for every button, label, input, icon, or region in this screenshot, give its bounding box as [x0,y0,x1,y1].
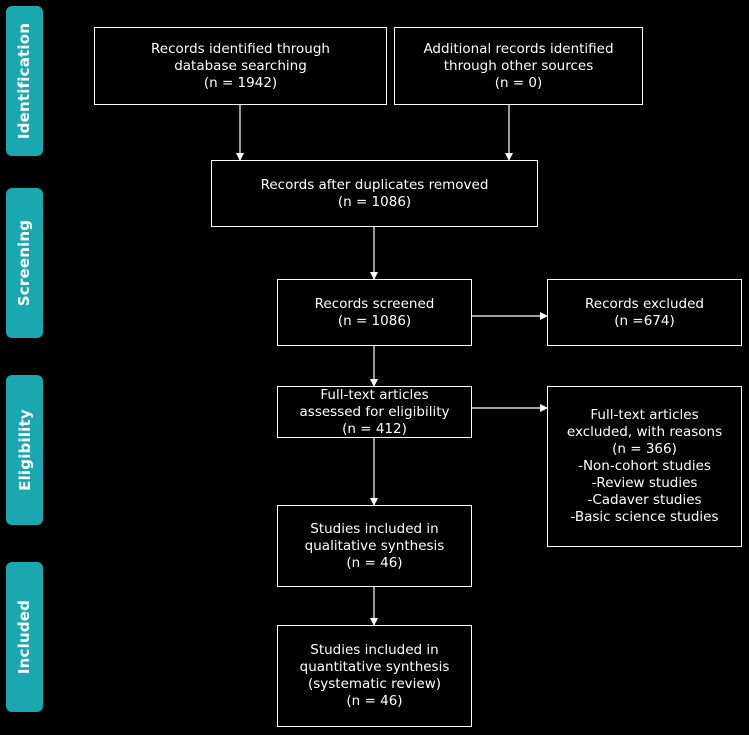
stage-tab-screening: Screening [6,188,43,338]
box-database-records: Records identified through database sear… [94,27,387,105]
box-duplicates-removed: Records after duplicates removed (n = 10… [211,160,538,227]
stage-tab-included: Included [6,562,43,712]
stage-tab-eligibility: Eligibility [6,375,43,525]
box-quantitative-synthesis: Studies included in quantitative synthes… [277,625,472,727]
box-fulltext-assessed: Full-text articles assessed for eligibil… [277,386,472,438]
box-fulltext-excluded: Full-text articles excluded, with reason… [547,386,742,547]
box-other-sources: Additional records identified through ot… [394,27,643,105]
box-qualitative-synthesis: Studies included in qualitative synthesi… [277,505,472,587]
stage-tab-identification: Identification [6,6,43,156]
box-records-screened: Records screened (n = 1086) [277,279,472,346]
box-records-excluded: Records excluded (n =674) [547,279,742,346]
